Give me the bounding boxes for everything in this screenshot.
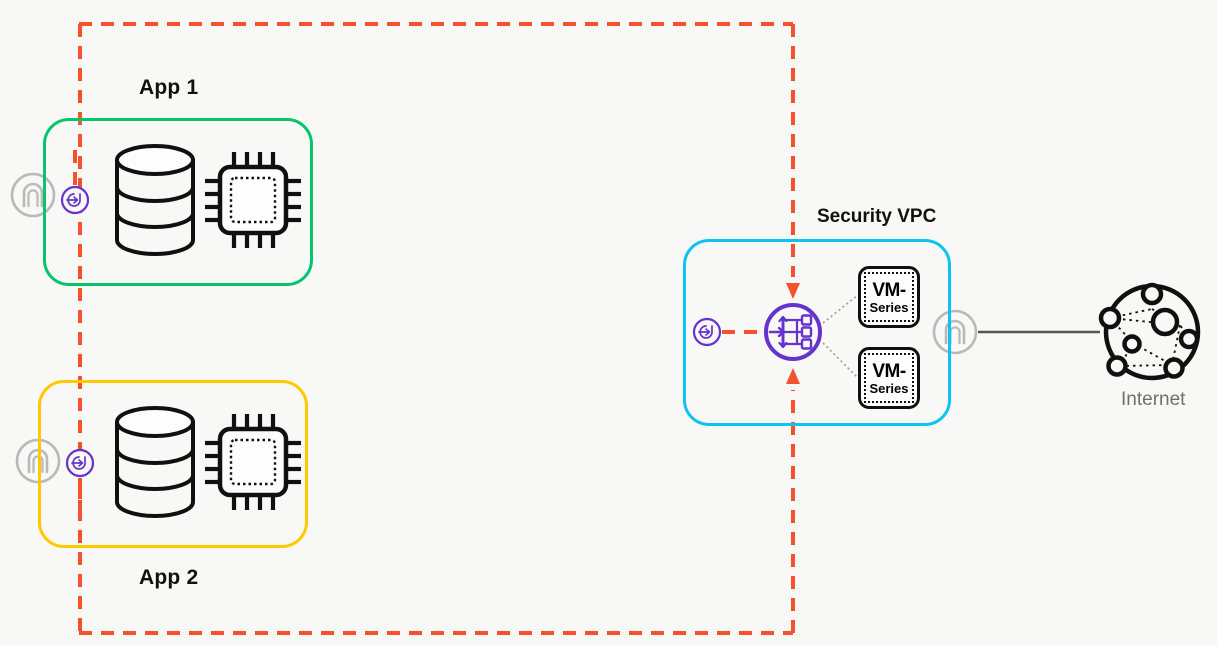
- security-vpc-group-box: [683, 239, 951, 426]
- securityvpc-vpc-endpoint-icon[interactable]: [692, 317, 722, 347]
- security-vpc-label: Security VPC: [817, 206, 937, 227]
- app2-label: App 2: [139, 566, 199, 589]
- internet-cloud-icon: [1098, 282, 1201, 381]
- app2-vpc-endpoint-icon[interactable]: [65, 448, 95, 478]
- app1-group-box: [43, 118, 313, 286]
- vm-series-firewall-2[interactable]: VM- Series: [858, 347, 920, 409]
- vm-series-firewall-1-line2: Series: [869, 299, 909, 315]
- app2-group-box: [38, 380, 308, 548]
- internet-label: Internet: [1121, 389, 1186, 410]
- app1-label: App 1: [139, 76, 199, 99]
- vm-series-firewall-1[interactable]: VM- Series: [858, 266, 920, 328]
- vm-series-firewall-1-inner: VM- Series: [864, 272, 914, 322]
- securityvpc-internet-gateway-icon[interactable]: [932, 309, 978, 355]
- app1-vpc-endpoint-icon[interactable]: [60, 185, 90, 215]
- vm-series-firewall-2-line1: VM-: [872, 360, 906, 382]
- vm-series-firewall-2-inner: VM- Series: [864, 353, 914, 403]
- vm-series-firewall-1-line1: VM-: [872, 279, 906, 301]
- vm-series-firewall-2-line2: Series: [869, 380, 909, 396]
- transit-gateway-icon[interactable]: [764, 303, 822, 361]
